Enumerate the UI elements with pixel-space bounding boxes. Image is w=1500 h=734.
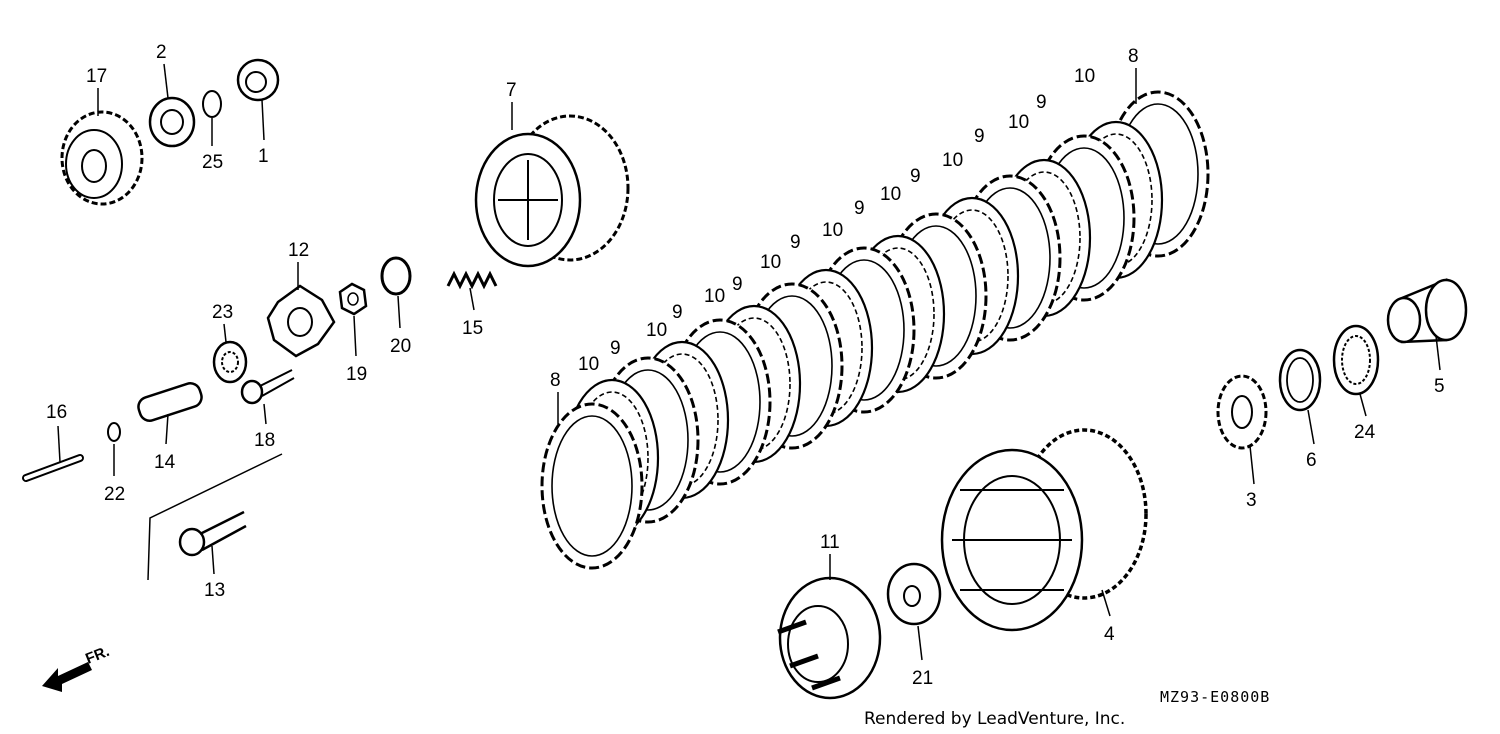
bearing-23-shape [212,340,248,384]
bolt-13-shape [178,510,247,557]
front-indicator: FR. [42,643,112,692]
callout-10-e: 10 [822,220,843,241]
bearing-2-shape [148,96,196,148]
callout-4: 4 [1104,624,1115,645]
callout-9-h: 9 [1036,92,1047,113]
callout-18: 18 [254,430,275,451]
callout-10-b: 10 [646,320,667,341]
callout-25: 25 [202,152,223,173]
callout-leaders [57,63,1441,661]
callout-3: 3 [1246,490,1257,511]
callout-23: 23 [212,302,233,323]
sleeve-5-shape [1386,278,1468,344]
washer-6-shape [1278,348,1322,412]
diagram-code: MZ93-E0800B [1160,688,1270,706]
clip-22-shape [107,422,121,442]
callout-15: 15 [462,318,483,339]
spring-15-shape [446,270,498,290]
callout-8-right: 8 [1128,46,1139,67]
callout-9-a: 9 [610,338,621,359]
callout-5: 5 [1434,376,1445,397]
collar-1-shape [236,58,280,102]
washer-3-shape [1216,374,1268,450]
callout-9-e: 9 [854,198,865,219]
callout-13: 13 [204,580,225,601]
rod-16-shape [22,454,84,482]
callout-10-c: 10 [704,286,725,307]
callouts: 17 2 25 1 7 12 23 19 20 15 18 16 22 14 1… [46,42,1445,689]
nut-19-shape [338,282,368,316]
callout-22: 22 [104,484,125,505]
callout-10-a: 10 [578,354,599,375]
callout-1: 1 [258,146,269,167]
plate-12-shape [266,284,336,358]
clutch-outer-7-shape [474,114,630,268]
bolt-18-shape [240,369,295,405]
washer-25-shape [202,90,222,118]
callout-6: 6 [1306,450,1317,471]
callout-10-g: 10 [942,150,963,171]
callout-10-h: 10 [1008,112,1029,133]
callout-21: 21 [912,668,933,689]
callout-12: 12 [288,240,309,261]
callout-7: 7 [506,80,517,101]
callout-2: 2 [156,42,167,63]
callout-16: 16 [46,402,67,423]
callout-10-d: 10 [760,252,781,273]
gear-17-shape [60,110,144,206]
front-arrow-icon [42,662,92,692]
callout-11: 11 [820,532,840,553]
pin-14-shape [137,382,203,422]
callout-20: 20 [390,336,411,357]
bearing-24-shape [1332,324,1380,396]
callout-8-left: 8 [550,370,561,391]
callout-9-g: 9 [974,126,985,147]
front-label: FR. [83,643,112,668]
callout-10-f: 10 [880,184,901,205]
callout-9-f: 9 [910,166,921,187]
callout-19: 19 [346,364,367,385]
callout-9-b: 9 [672,302,683,323]
callout-9-d: 9 [790,232,801,253]
washer-20-shape [380,256,412,296]
callout-14: 14 [154,452,176,473]
leader-line [147,453,283,581]
render-credit: Rendered by LeadVenture, Inc. [864,709,1125,729]
callout-9-c: 9 [732,274,743,295]
clutch-center-4-shape [940,428,1148,632]
callout-10-i: 10 [1074,66,1095,87]
pressure-plate-11-shape [777,576,882,700]
callout-17: 17 [86,66,107,87]
callout-24: 24 [1354,422,1376,443]
washer-21-shape [886,562,942,626]
